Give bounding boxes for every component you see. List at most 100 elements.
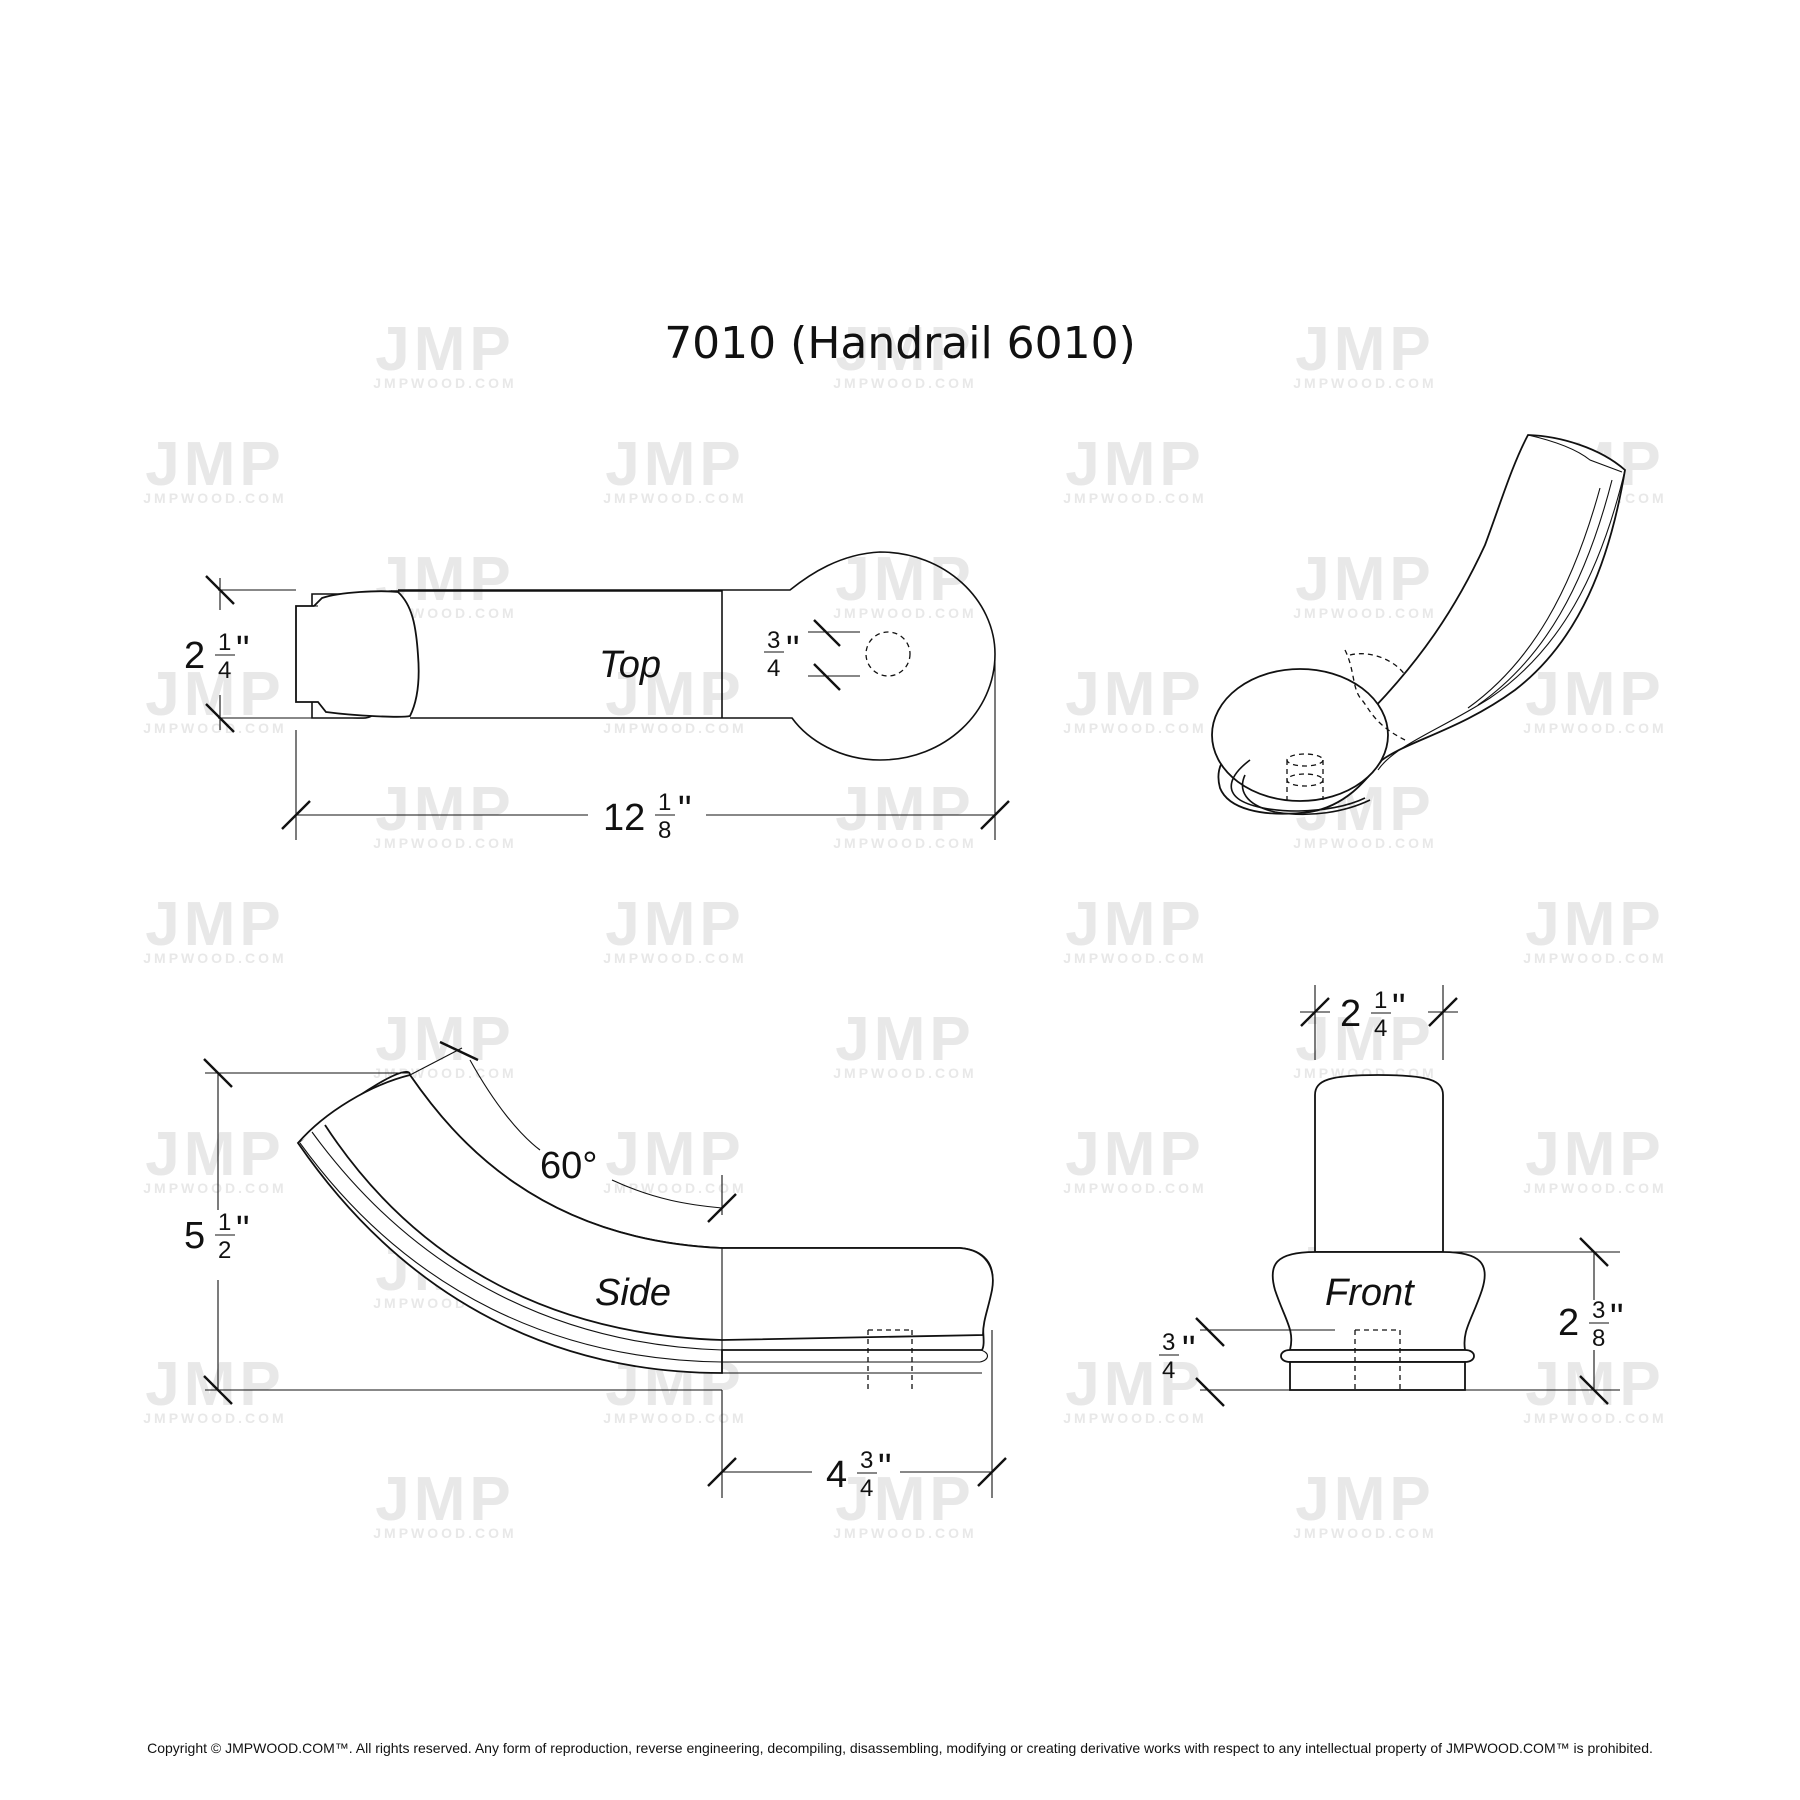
svg-text:JMPWOOD.COM: JMPWOOD.COM [373, 1525, 516, 1541]
svg-text:JMP: JMP [1295, 1465, 1434, 1534]
svg-text:3: 3 [860, 1447, 873, 1474]
svg-text:1: 1 [218, 629, 231, 656]
svg-text:JMP: JMP [375, 775, 514, 844]
dim-side-length: 4 3 4 " [826, 1447, 892, 1502]
svg-text:1: 1 [658, 789, 671, 816]
svg-text:JMP: JMP [145, 430, 284, 499]
svg-text:12: 12 [603, 797, 645, 839]
svg-text:JMPWOOD.COM: JMPWOOD.COM [1293, 835, 1436, 851]
svg-text:JMPWOOD.COM: JMPWOOD.COM [603, 950, 746, 966]
svg-text:1: 1 [1374, 987, 1387, 1014]
svg-text:JMP: JMP [1525, 1350, 1664, 1419]
front-view-label: Front [1325, 1272, 1415, 1314]
svg-text:JMP: JMP [145, 890, 284, 959]
svg-text:8: 8 [658, 817, 671, 844]
front-view: Front 2 1 4 " 2 3 8 " [1159, 985, 1624, 1407]
svg-text:JMP: JMP [835, 545, 974, 614]
svg-text:JMPWOOD.COM: JMPWOOD.COM [603, 720, 746, 736]
svg-text:": " [678, 789, 692, 831]
svg-text:4: 4 [860, 1475, 873, 1502]
svg-text:JMP: JMP [145, 1350, 284, 1419]
svg-text:JMPWOOD.COM: JMPWOOD.COM [1063, 720, 1206, 736]
svg-text:JMPWOOD.COM: JMPWOOD.COM [373, 835, 516, 851]
svg-text:": " [878, 1447, 892, 1489]
svg-text:JMPWOOD.COM: JMPWOOD.COM [1523, 1410, 1666, 1426]
svg-text:3: 3 [767, 627, 780, 654]
svg-text:JMPWOOD.COM: JMPWOOD.COM [1293, 605, 1436, 621]
dim-front-height: 2 3 8 " [1558, 1297, 1624, 1352]
svg-text:1: 1 [218, 1209, 231, 1236]
svg-text:2: 2 [1340, 993, 1361, 1035]
svg-text:JMP: JMP [375, 1465, 514, 1534]
svg-text:2: 2 [184, 635, 205, 677]
svg-text:JMP: JMP [1295, 315, 1434, 384]
svg-text:JMP: JMP [145, 660, 284, 729]
svg-text:": " [236, 1209, 250, 1251]
dim-top-length: 12 1 8 " [603, 789, 692, 844]
svg-text:": " [1610, 1297, 1624, 1339]
svg-text:JMP: JMP [1065, 430, 1204, 499]
svg-text:4: 4 [767, 655, 780, 682]
svg-text:JMPWOOD.COM: JMPWOOD.COM [143, 1180, 286, 1196]
svg-text:JMP: JMP [375, 315, 514, 384]
svg-text:": " [1182, 1329, 1196, 1371]
svg-text:JMP: JMP [605, 430, 744, 499]
svg-text:2: 2 [1558, 1302, 1579, 1344]
dim-side-angle: 60° [540, 1145, 597, 1187]
svg-text:4: 4 [826, 1454, 847, 1496]
svg-text:": " [236, 629, 250, 671]
dim-front-width: 2 1 4 " [1340, 987, 1406, 1042]
dim-top-width: 2 1 4 " [184, 629, 250, 684]
svg-text:JMPWOOD.COM: JMPWOOD.COM [833, 1525, 976, 1541]
svg-text:8: 8 [1592, 1325, 1605, 1352]
svg-text:JMP: JMP [605, 890, 744, 959]
svg-text:JMPWOOD.COM: JMPWOOD.COM [833, 835, 976, 851]
svg-text:JMP: JMP [605, 1120, 744, 1189]
svg-text:JMP: JMP [375, 1005, 514, 1074]
svg-text:4: 4 [1162, 1357, 1175, 1384]
svg-text:JMPWOOD.COM: JMPWOOD.COM [603, 490, 746, 506]
svg-text:JMP: JMP [835, 1005, 974, 1074]
svg-text:3: 3 [1162, 1329, 1175, 1356]
svg-text:JMPWOOD.COM: JMPWOOD.COM [143, 950, 286, 966]
side-view: Side 5 1 2 " 60° 4 3 [170, 1040, 1007, 1502]
svg-text:JMPWOOD.COM: JMPWOOD.COM [833, 375, 976, 391]
svg-text:JMPWOOD.COM: JMPWOOD.COM [1523, 720, 1666, 736]
svg-text:JMPWOOD.COM: JMPWOOD.COM [603, 1410, 746, 1426]
svg-text:": " [1392, 987, 1406, 1029]
dim-top-hole: 3 4 " [764, 627, 800, 682]
svg-text:JMP: JMP [1525, 1120, 1664, 1189]
svg-text:4: 4 [1374, 1015, 1387, 1042]
svg-text:JMPWOOD.COM: JMPWOOD.COM [833, 605, 976, 621]
svg-text:JMP: JMP [835, 1465, 974, 1534]
svg-text:JMPWOOD.COM: JMPWOOD.COM [1063, 490, 1206, 506]
isometric-view [1211, 434, 1626, 816]
drawing-title: 7010 (Handrail 6010) [664, 318, 1136, 369]
svg-text:JMPWOOD.COM: JMPWOOD.COM [143, 1410, 286, 1426]
svg-text:JMP: JMP [835, 775, 974, 844]
svg-text:JMP: JMP [1295, 1005, 1434, 1074]
svg-text:JMPWOOD.COM: JMPWOOD.COM [1523, 1180, 1666, 1196]
svg-text:5: 5 [184, 1215, 205, 1257]
